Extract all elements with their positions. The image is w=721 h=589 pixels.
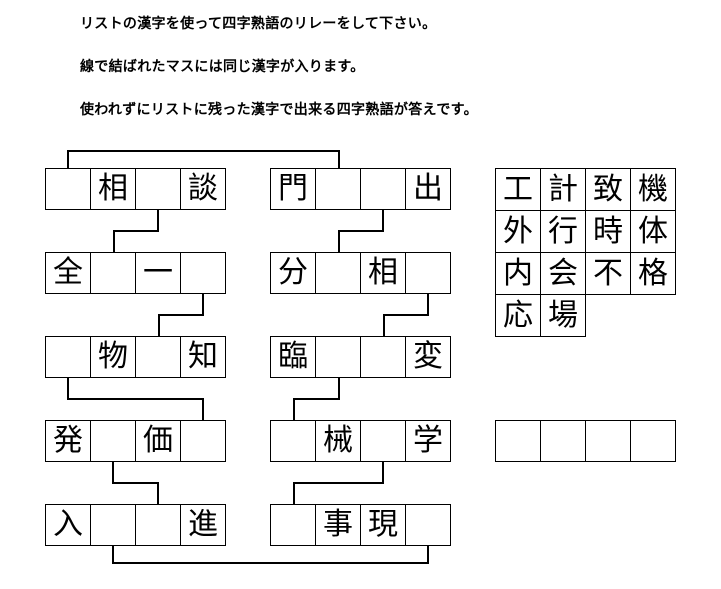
puzzle-cell[interactable]: 談 — [181, 168, 226, 210]
puzzle-cell[interactable] — [361, 168, 406, 210]
kanji-list-item[interactable]: 外 — [496, 211, 541, 253]
puzzle-cell[interactable]: 発 — [46, 420, 91, 462]
connector-line — [112, 546, 429, 564]
puzzle-cell[interactable] — [136, 336, 181, 378]
answer-cell[interactable] — [631, 420, 676, 462]
puzzle-cell[interactable] — [136, 504, 181, 546]
puzzle-cell[interactable]: 械 — [316, 420, 361, 462]
puzzle-cell[interactable] — [316, 168, 361, 210]
connector-line — [293, 462, 384, 504]
instruction-line-3: 使われずにリストに残った漢字で出来る四字熟語が答えです。 — [80, 102, 478, 118]
puzzle-cell[interactable] — [316, 336, 361, 378]
puzzle-cell[interactable] — [361, 420, 406, 462]
kanji-list-item[interactable]: 致 — [586, 169, 631, 211]
connector-line — [113, 210, 159, 252]
right-word-3: 臨 変 — [270, 336, 451, 378]
puzzle-cell[interactable] — [181, 420, 226, 462]
kanji-list: 工 計 致 機 外 行 時 体 内 会 不 格 応 場 — [495, 168, 676, 337]
left-word-3: 物 知 — [45, 336, 226, 378]
left-word-4: 発 価 — [45, 420, 226, 462]
puzzle-cell[interactable] — [316, 252, 361, 294]
puzzle-cell[interactable] — [91, 420, 136, 462]
answer-cell[interactable] — [586, 420, 631, 462]
kanji-list-item[interactable]: 格 — [631, 253, 676, 295]
puzzle-cell[interactable]: 分 — [271, 252, 316, 294]
puzzle-cell[interactable]: 出 — [406, 168, 451, 210]
puzzle-cell[interactable]: 価 — [136, 420, 181, 462]
puzzle-cell[interactable] — [46, 336, 91, 378]
puzzle-cell[interactable] — [361, 336, 406, 378]
puzzle-cell[interactable]: 物 — [91, 336, 136, 378]
puzzle-cell[interactable]: 現 — [361, 504, 406, 546]
puzzle-cell[interactable]: 相 — [91, 168, 136, 210]
puzzle-cell[interactable] — [271, 420, 316, 462]
puzzle-cell[interactable]: 全 — [46, 252, 91, 294]
kanji-list-item[interactable]: 行 — [541, 211, 586, 253]
kanji-list-item[interactable]: 会 — [541, 253, 586, 295]
puzzle-cell[interactable] — [91, 504, 136, 546]
kanji-list-item[interactable]: 体 — [631, 211, 676, 253]
puzzle-cell[interactable]: 一 — [136, 252, 181, 294]
kanji-list-item[interactable]: 内 — [496, 253, 541, 295]
puzzle-cell[interactable] — [271, 504, 316, 546]
puzzle-cell[interactable]: 入 — [46, 504, 91, 546]
instruction-line-1: リストの漢字を使って四字熟語のリレーをして下さい。 — [80, 16, 437, 32]
puzzle-cell[interactable]: 変 — [406, 336, 451, 378]
answer-cell[interactable] — [496, 420, 541, 462]
connector-line — [158, 294, 204, 336]
connector-line — [112, 462, 159, 504]
puzzle-cell[interactable]: 相 — [361, 252, 406, 294]
kanji-list-item[interactable]: 工 — [496, 169, 541, 211]
left-word-2: 全 一 — [45, 252, 226, 294]
kanji-list-item[interactable]: 不 — [586, 253, 631, 295]
kanji-list-item[interactable]: 機 — [631, 169, 676, 211]
connector-line — [67, 378, 204, 420]
puzzle-cell[interactable] — [46, 168, 91, 210]
puzzle-cell[interactable]: 事 — [316, 504, 361, 546]
puzzle-cell[interactable] — [91, 252, 136, 294]
connector-line — [67, 150, 340, 168]
connector-line — [293, 378, 340, 420]
connector-line — [383, 294, 429, 336]
right-word-1: 門 出 — [270, 168, 451, 210]
puzzle-cell[interactable] — [406, 504, 451, 546]
answer-box — [495, 420, 676, 462]
puzzle-cell[interactable]: 知 — [181, 336, 226, 378]
connector-line — [338, 210, 384, 252]
left-word-5: 入 進 — [45, 504, 226, 546]
puzzle-cell[interactable] — [136, 168, 181, 210]
instruction-line-2: 線で結ばれたマスには同じ漢字が入ります。 — [80, 59, 365, 75]
kanji-list-item[interactable]: 計 — [541, 169, 586, 211]
kanji-list-item[interactable]: 時 — [586, 211, 631, 253]
puzzle-cell[interactable]: 門 — [271, 168, 316, 210]
right-word-5: 事 現 — [270, 504, 451, 546]
puzzle-cell[interactable] — [406, 252, 451, 294]
puzzle-cell[interactable]: 学 — [406, 420, 451, 462]
answer-cell[interactable] — [541, 420, 586, 462]
left-word-1: 相 談 — [45, 168, 226, 210]
puzzle-cell[interactable]: 臨 — [271, 336, 316, 378]
kanji-list-item[interactable]: 応 — [496, 295, 541, 337]
kanji-list-item[interactable]: 場 — [541, 295, 586, 337]
right-word-2: 分 相 — [270, 252, 451, 294]
right-word-4: 械 学 — [270, 420, 451, 462]
puzzle-cell[interactable]: 進 — [181, 504, 226, 546]
puzzle-cell[interactable] — [181, 252, 226, 294]
